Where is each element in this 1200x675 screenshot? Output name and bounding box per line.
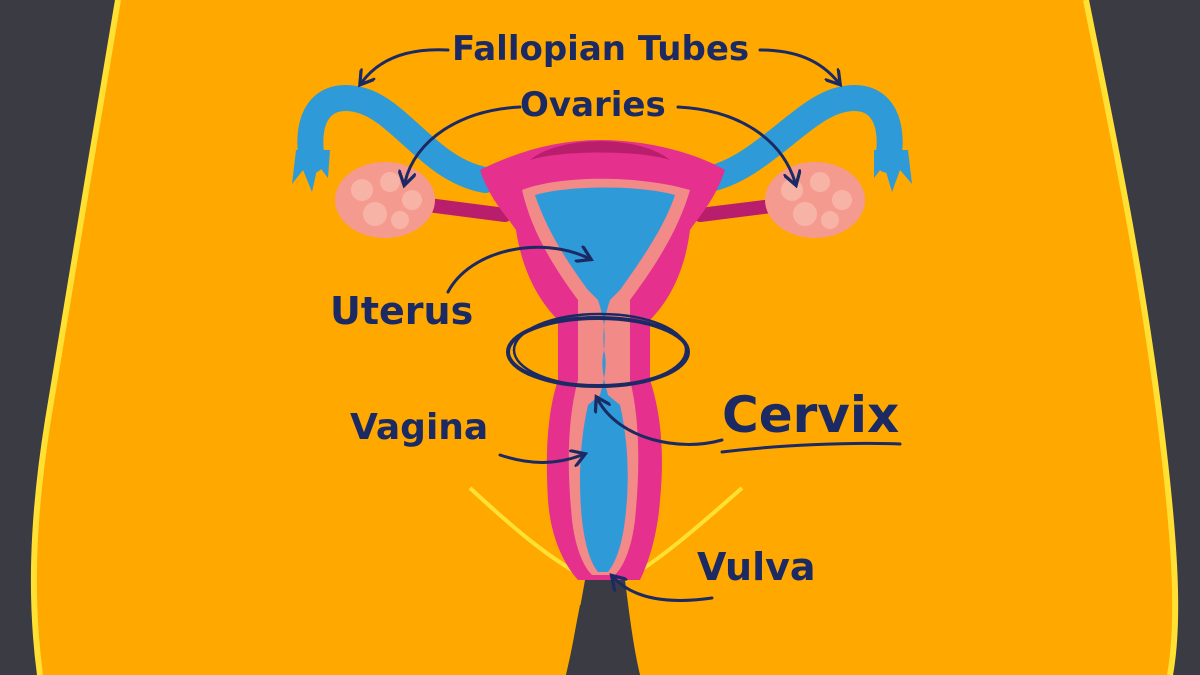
fallopian-tube-left bbox=[297, 85, 498, 193]
fallopian-tube-right bbox=[692, 85, 903, 193]
label-cervix: Cervix bbox=[722, 386, 900, 444]
ovary-left-follicles bbox=[351, 172, 422, 229]
ovarian-ligament-left bbox=[421, 198, 512, 222]
arrow-uterus bbox=[446, 247, 588, 294]
label-ovaries: Ovaries bbox=[520, 85, 666, 125]
arrow-ovaries-left bbox=[405, 105, 522, 182]
label-fallopian-tubes: Fallopian Tubes bbox=[452, 29, 750, 69]
leg-gap bbox=[566, 580, 640, 675]
cervix-highlight-circle-stroke bbox=[512, 312, 688, 388]
cervix-underline bbox=[720, 441, 902, 454]
fimbriae-left bbox=[292, 150, 330, 192]
endometrial-lining bbox=[522, 178, 690, 575]
fimbriae-right bbox=[874, 150, 912, 192]
arrow-cervix bbox=[598, 400, 724, 446]
arrow-vulva bbox=[614, 578, 714, 603]
arrow-fallopian-left bbox=[362, 48, 450, 82]
label-vulva: Vulva bbox=[697, 545, 816, 589]
uterine-cavity bbox=[535, 187, 675, 572]
arrow-vagina bbox=[498, 455, 582, 463]
arrow-ovaries-right bbox=[676, 105, 795, 182]
label-uterus: Uterus bbox=[330, 289, 474, 333]
body-outline-left bbox=[30, 0, 121, 675]
label-vagina: Vagina bbox=[350, 407, 489, 448]
uterus-fundus bbox=[530, 141, 670, 160]
arrow-fallopian-right bbox=[758, 48, 838, 82]
body-outline-right bbox=[1083, 0, 1179, 675]
